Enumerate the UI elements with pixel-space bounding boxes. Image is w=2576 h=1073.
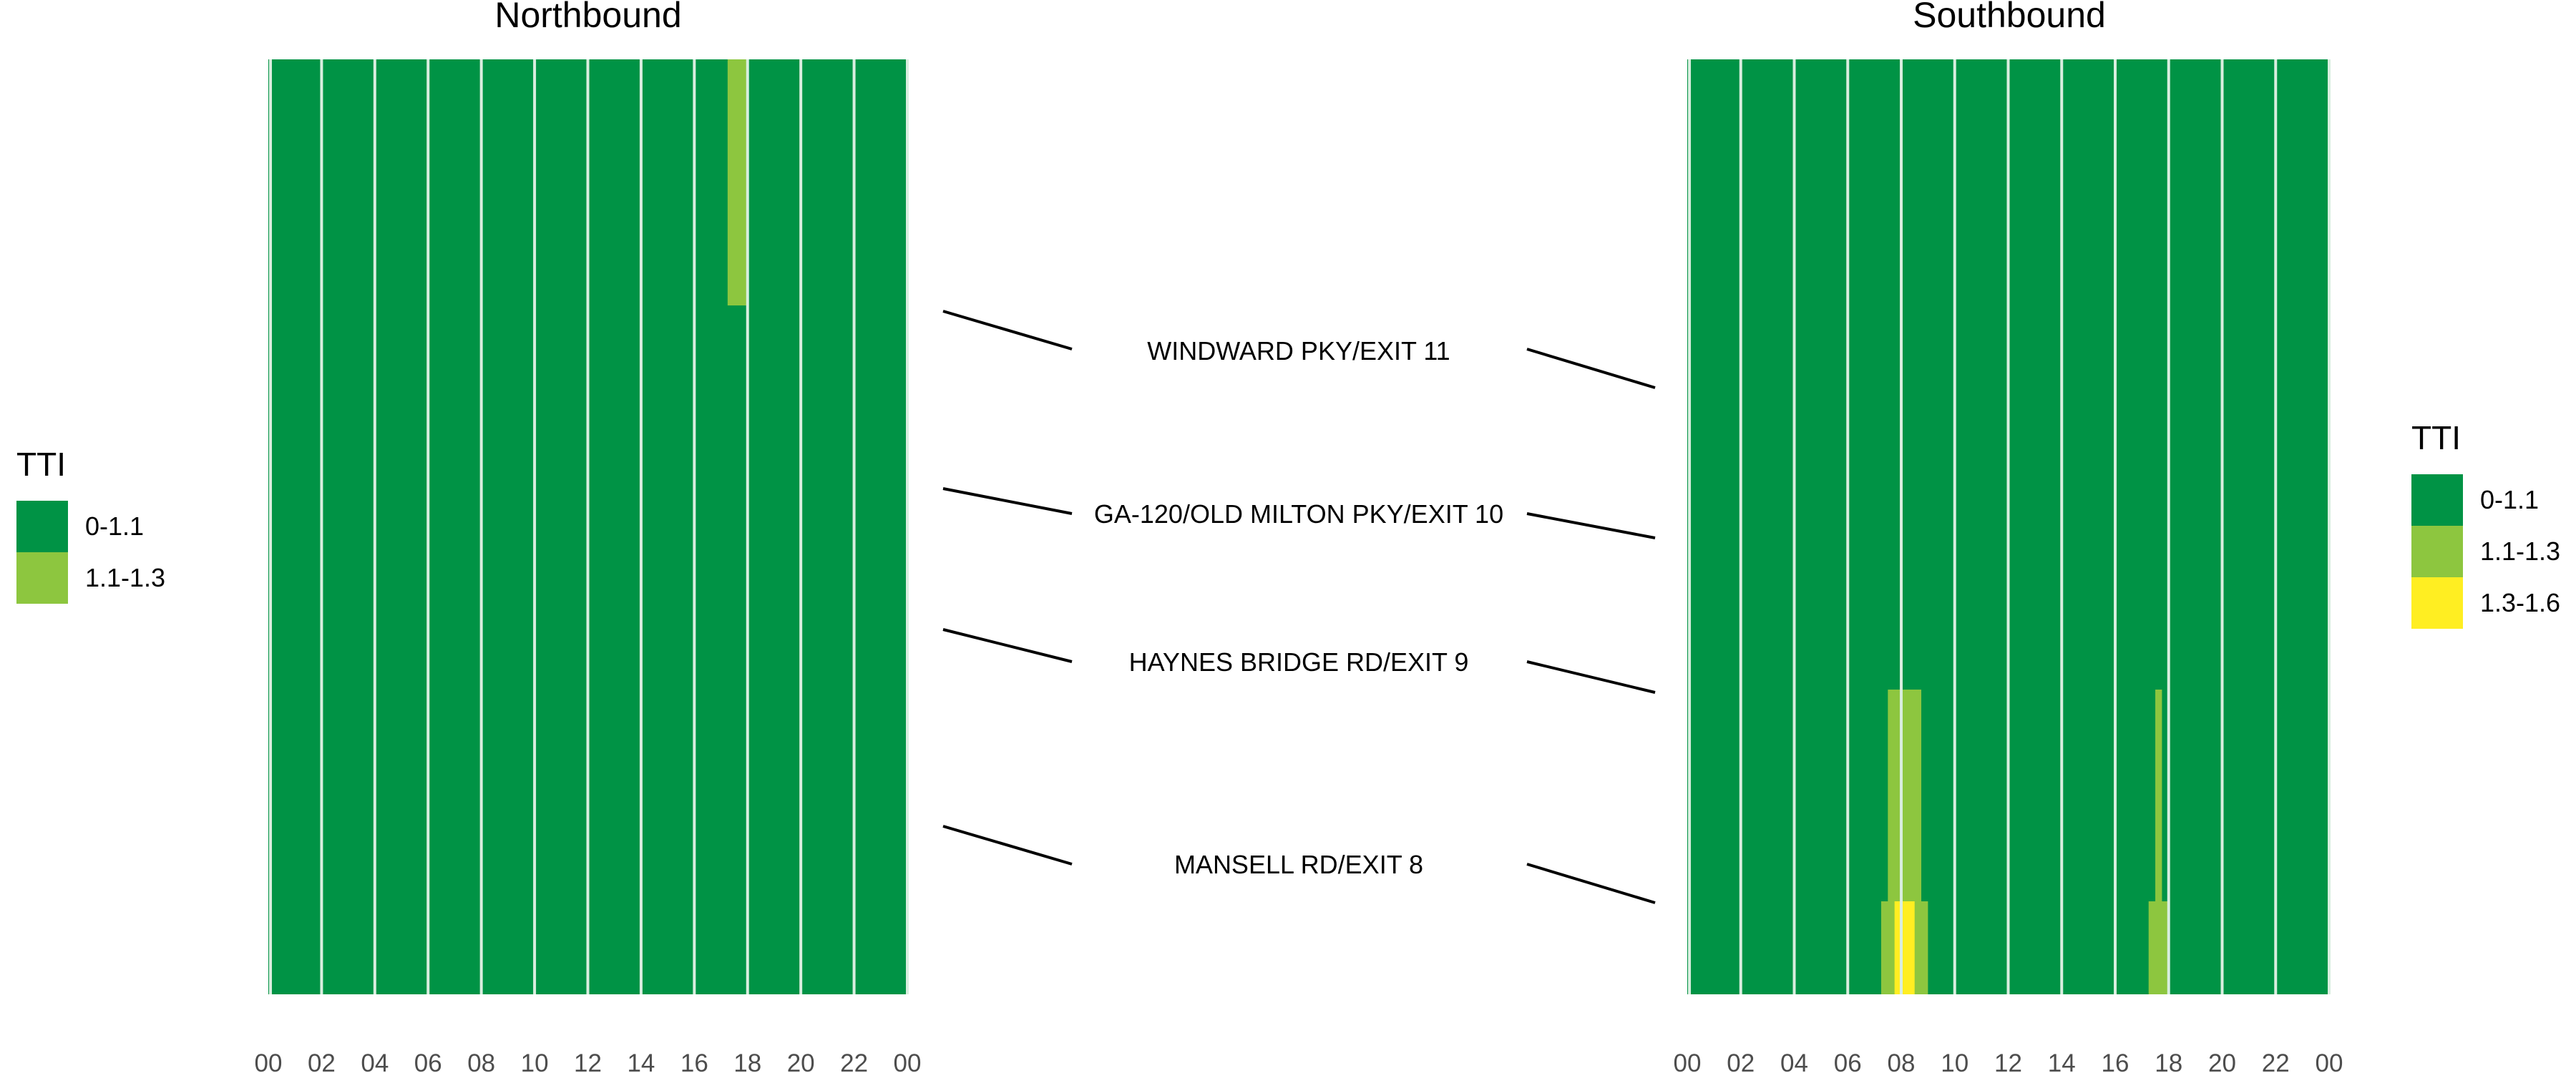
connector-line (1526, 512, 1656, 539)
x-tick-label: 22 (840, 1049, 868, 1073)
connector-line (1526, 660, 1656, 694)
x-tick-label: 00 (1674, 1049, 1702, 1073)
heatmap-cell (727, 59, 748, 305)
x-tick-label: 06 (1834, 1049, 1862, 1073)
x-tick-label: 02 (308, 1049, 336, 1073)
x-tick-label: 20 (2208, 1049, 2236, 1073)
heatmap-column (374, 59, 429, 994)
heatmap-cell (1894, 901, 1915, 994)
heatmap-column (321, 59, 375, 994)
legend-swatch (16, 552, 68, 604)
x-tick-label: 18 (2155, 1049, 2182, 1073)
x-tick-label: 12 (1994, 1049, 2022, 1073)
connector-line (942, 310, 1073, 351)
panel-title: Southbound (1913, 0, 2106, 35)
heatmap-column (1794, 59, 1848, 994)
connector-line (942, 628, 1073, 663)
heatmap-column (587, 59, 641, 994)
x-tick-label: 10 (521, 1049, 549, 1073)
connector-line (1526, 863, 1656, 904)
legend-title: TTI (16, 446, 66, 483)
x-tick-label: 16 (2102, 1049, 2129, 1073)
southbound-panel: Southbound 00 02 04 06 08 10 12 14 16 18 20 22 00 (1674, 0, 2343, 1073)
x-tick-label: 12 (574, 1049, 602, 1073)
heatmap-column (2062, 59, 2115, 994)
heatmap-cell (2148, 901, 2169, 994)
x-tick-label: 10 (1941, 1049, 1968, 1073)
x-tick-label: 22 (2262, 1049, 2290, 1073)
heatmap-column (1954, 59, 2009, 994)
heatmap-cell (2155, 690, 2162, 901)
heatmap-column (2275, 59, 2329, 994)
heatmap-column (747, 59, 801, 994)
legend-swatch (2411, 474, 2463, 526)
segment-label: MANSELL RD/EXIT 8 (1174, 850, 1423, 879)
northbound-panel: Northbound 00 02 04 06 08 10 12 14 16 18 20 22 00 (255, 0, 922, 1073)
heatmap-column (2168, 59, 2223, 994)
x-tick-label: 00 (894, 1049, 922, 1073)
x-tick-label: 06 (414, 1049, 442, 1073)
x-tick-label: 08 (467, 1049, 495, 1073)
segment-label: GA-120/OLD MILTON PKY/EXIT 10 (1094, 499, 1503, 529)
heatmap-cell (1888, 690, 1922, 901)
segment-label: WINDWARD PKY/EXIT 11 (1147, 336, 1450, 366)
x-tick-label: 02 (1727, 1049, 1755, 1073)
x-tick-label: 16 (680, 1049, 708, 1073)
heatmap-column (854, 59, 907, 994)
legend-label: 1.1-1.3 (85, 563, 165, 592)
connector-line (942, 825, 1073, 866)
x-tick-label: 08 (1888, 1049, 1916, 1073)
x-tick-label: 00 (255, 1049, 283, 1073)
legend-label: 0-1.1 (85, 511, 144, 541)
heatmap-column (535, 59, 588, 994)
heatmap-column (2008, 59, 2062, 994)
x-tick-label: 14 (627, 1049, 655, 1073)
heatmap-column (481, 59, 535, 994)
northbound-legend: TTI 0-1.1 1.1-1.3 (16, 446, 165, 604)
heatmap-column (801, 59, 854, 994)
connector-line (1526, 348, 1656, 389)
heatmap-column (268, 59, 322, 994)
heatmap-column (1687, 59, 1741, 994)
heatmap-column (1740, 59, 1795, 994)
panel-title: Northbound (494, 0, 681, 35)
legend-swatch (2411, 577, 2463, 629)
x-tick-label: 00 (2316, 1049, 2343, 1073)
x-tick-label: 18 (733, 1049, 761, 1073)
segment-labels: WINDWARD PKY/EXIT 11 GA-120/OLD MILTON PK… (942, 310, 1656, 904)
heatmap-column (640, 59, 695, 994)
x-tick-label: 04 (361, 1049, 389, 1073)
segment-label: HAYNES BRIDGE RD/EXIT 9 (1129, 647, 1469, 677)
legend-title: TTI (2411, 419, 2461, 456)
heatmap-column (428, 59, 482, 994)
legend-swatch (2411, 526, 2463, 577)
x-tick-label: 04 (1780, 1049, 1808, 1073)
legend-swatch (16, 501, 68, 552)
x-tick-label: 20 (787, 1049, 815, 1073)
connector-line (942, 487, 1073, 515)
heatmap-column (2222, 59, 2276, 994)
x-tick-label: 14 (2048, 1049, 2076, 1073)
southbound-legend: TTI 0-1.1 1.1-1.3 1.3-1.6 (2411, 419, 2560, 629)
legend-label: 1.3-1.6 (2480, 588, 2560, 617)
legend-label: 0-1.1 (2480, 485, 2539, 514)
legend-label: 1.1-1.3 (2480, 536, 2560, 566)
